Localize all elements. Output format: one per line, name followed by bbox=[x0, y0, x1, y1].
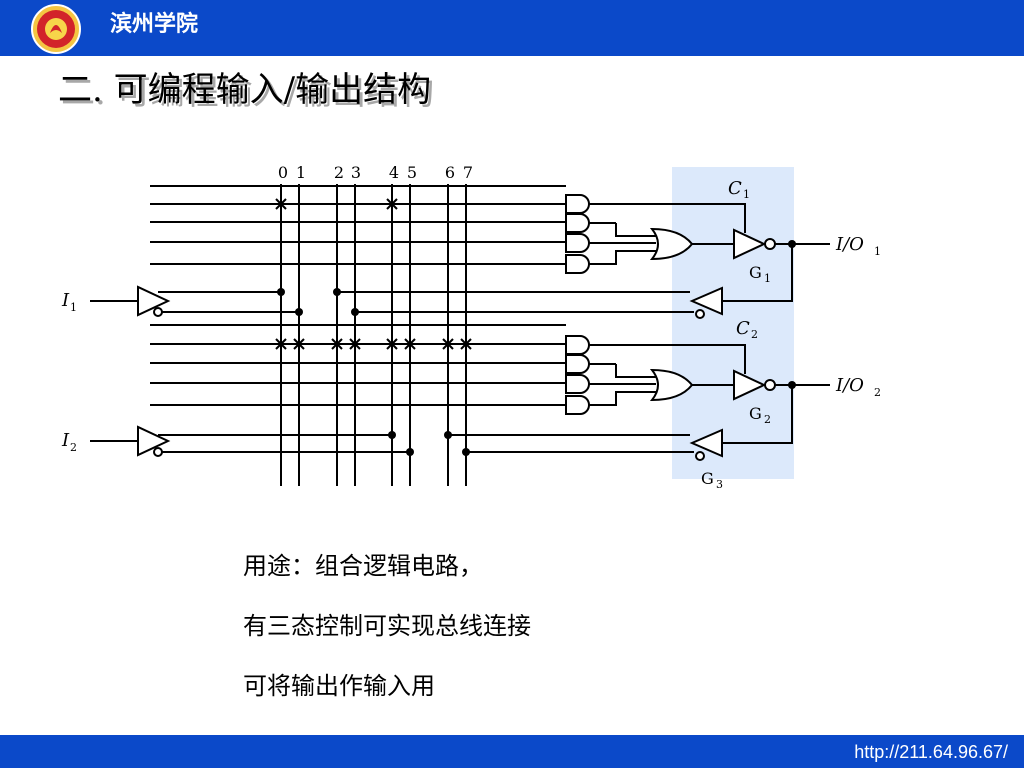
input-buffer-i2 bbox=[90, 425, 410, 457]
gate-label-g3: G bbox=[701, 469, 714, 488]
body-line-bus: 有三态控制可实现总线连接 bbox=[243, 612, 531, 640]
control-label-c2: C bbox=[736, 318, 750, 339]
control-sub-c2: 2 bbox=[751, 328, 758, 341]
gate-sub-g1: 1 bbox=[764, 272, 771, 285]
product-term-lines-group-1 bbox=[150, 185, 566, 265]
vertical-input-lines bbox=[280, 184, 467, 486]
input-label-i1: I bbox=[61, 290, 70, 311]
column-label: 4 bbox=[389, 163, 399, 182]
column-label: 2 bbox=[334, 163, 344, 182]
school-name: 滨州学院 bbox=[110, 12, 199, 37]
gate-label-g1: G bbox=[749, 263, 762, 282]
input-sub-i1: 1 bbox=[70, 301, 77, 314]
product-term-lines-group-2 bbox=[150, 324, 566, 406]
input-label-i2: I bbox=[61, 430, 70, 451]
column-label: 0 bbox=[278, 163, 288, 182]
output-label-io2: I/O bbox=[835, 375, 864, 396]
connection-dots bbox=[277, 240, 796, 456]
output-label-io1: I/O bbox=[835, 234, 864, 255]
header-bar: 滨州学院 bbox=[0, 0, 1024, 56]
column-label: 3 bbox=[351, 163, 361, 182]
input-sub-i2: 2 bbox=[70, 441, 77, 454]
gate-sub-g3: 3 bbox=[716, 478, 723, 491]
school-logo-icon bbox=[31, 4, 81, 54]
programmed-fuse-marks bbox=[275, 198, 472, 350]
column-label: 1 bbox=[296, 163, 306, 182]
tristate-buffer-g1 bbox=[689, 228, 830, 319]
wiring-group-2 bbox=[589, 344, 746, 406]
tristate-highlight-region bbox=[672, 167, 794, 479]
body-line-usage: 用途：组合逻辑电路， bbox=[243, 552, 483, 580]
body-text: 用途：组合逻辑电路， 有三态控制可实现总线连接 可将输出作输入用 bbox=[243, 540, 531, 720]
column-label: 7 bbox=[463, 163, 473, 182]
body-line-io: 可将输出作输入用 bbox=[243, 672, 435, 700]
column-label: 5 bbox=[407, 163, 417, 182]
footer-url-link[interactable]: http://211.64.96.67/ bbox=[854, 742, 1008, 762]
column-label: 6 bbox=[445, 163, 455, 182]
feedback-lines bbox=[337, 291, 694, 453]
and-gates-group-1 bbox=[565, 194, 590, 274]
output-sub-io2: 2 bbox=[874, 386, 881, 399]
control-sub-c1: 1 bbox=[743, 188, 750, 201]
tristate-buffer-g2 bbox=[689, 369, 830, 461]
programmable-io-circuit-diagram: 0 1 2 3 4 5 6 7 bbox=[61, 163, 881, 491]
page-title: 二. 可编程输入/输出结构 bbox=[58, 70, 432, 110]
output-sub-io1: 1 bbox=[874, 245, 881, 258]
gate-sub-g2: 2 bbox=[764, 413, 771, 426]
input-buffer-i1 bbox=[90, 285, 299, 317]
column-labels: 0 1 2 3 4 5 6 7 bbox=[278, 163, 473, 182]
control-label-c1: C bbox=[728, 178, 742, 199]
gate-label-g2: G bbox=[749, 404, 762, 423]
wiring-group-1 bbox=[589, 203, 746, 265]
and-gates-group-2 bbox=[565, 335, 590, 415]
footer-bar: http://211.64.96.67/ bbox=[0, 735, 1024, 768]
